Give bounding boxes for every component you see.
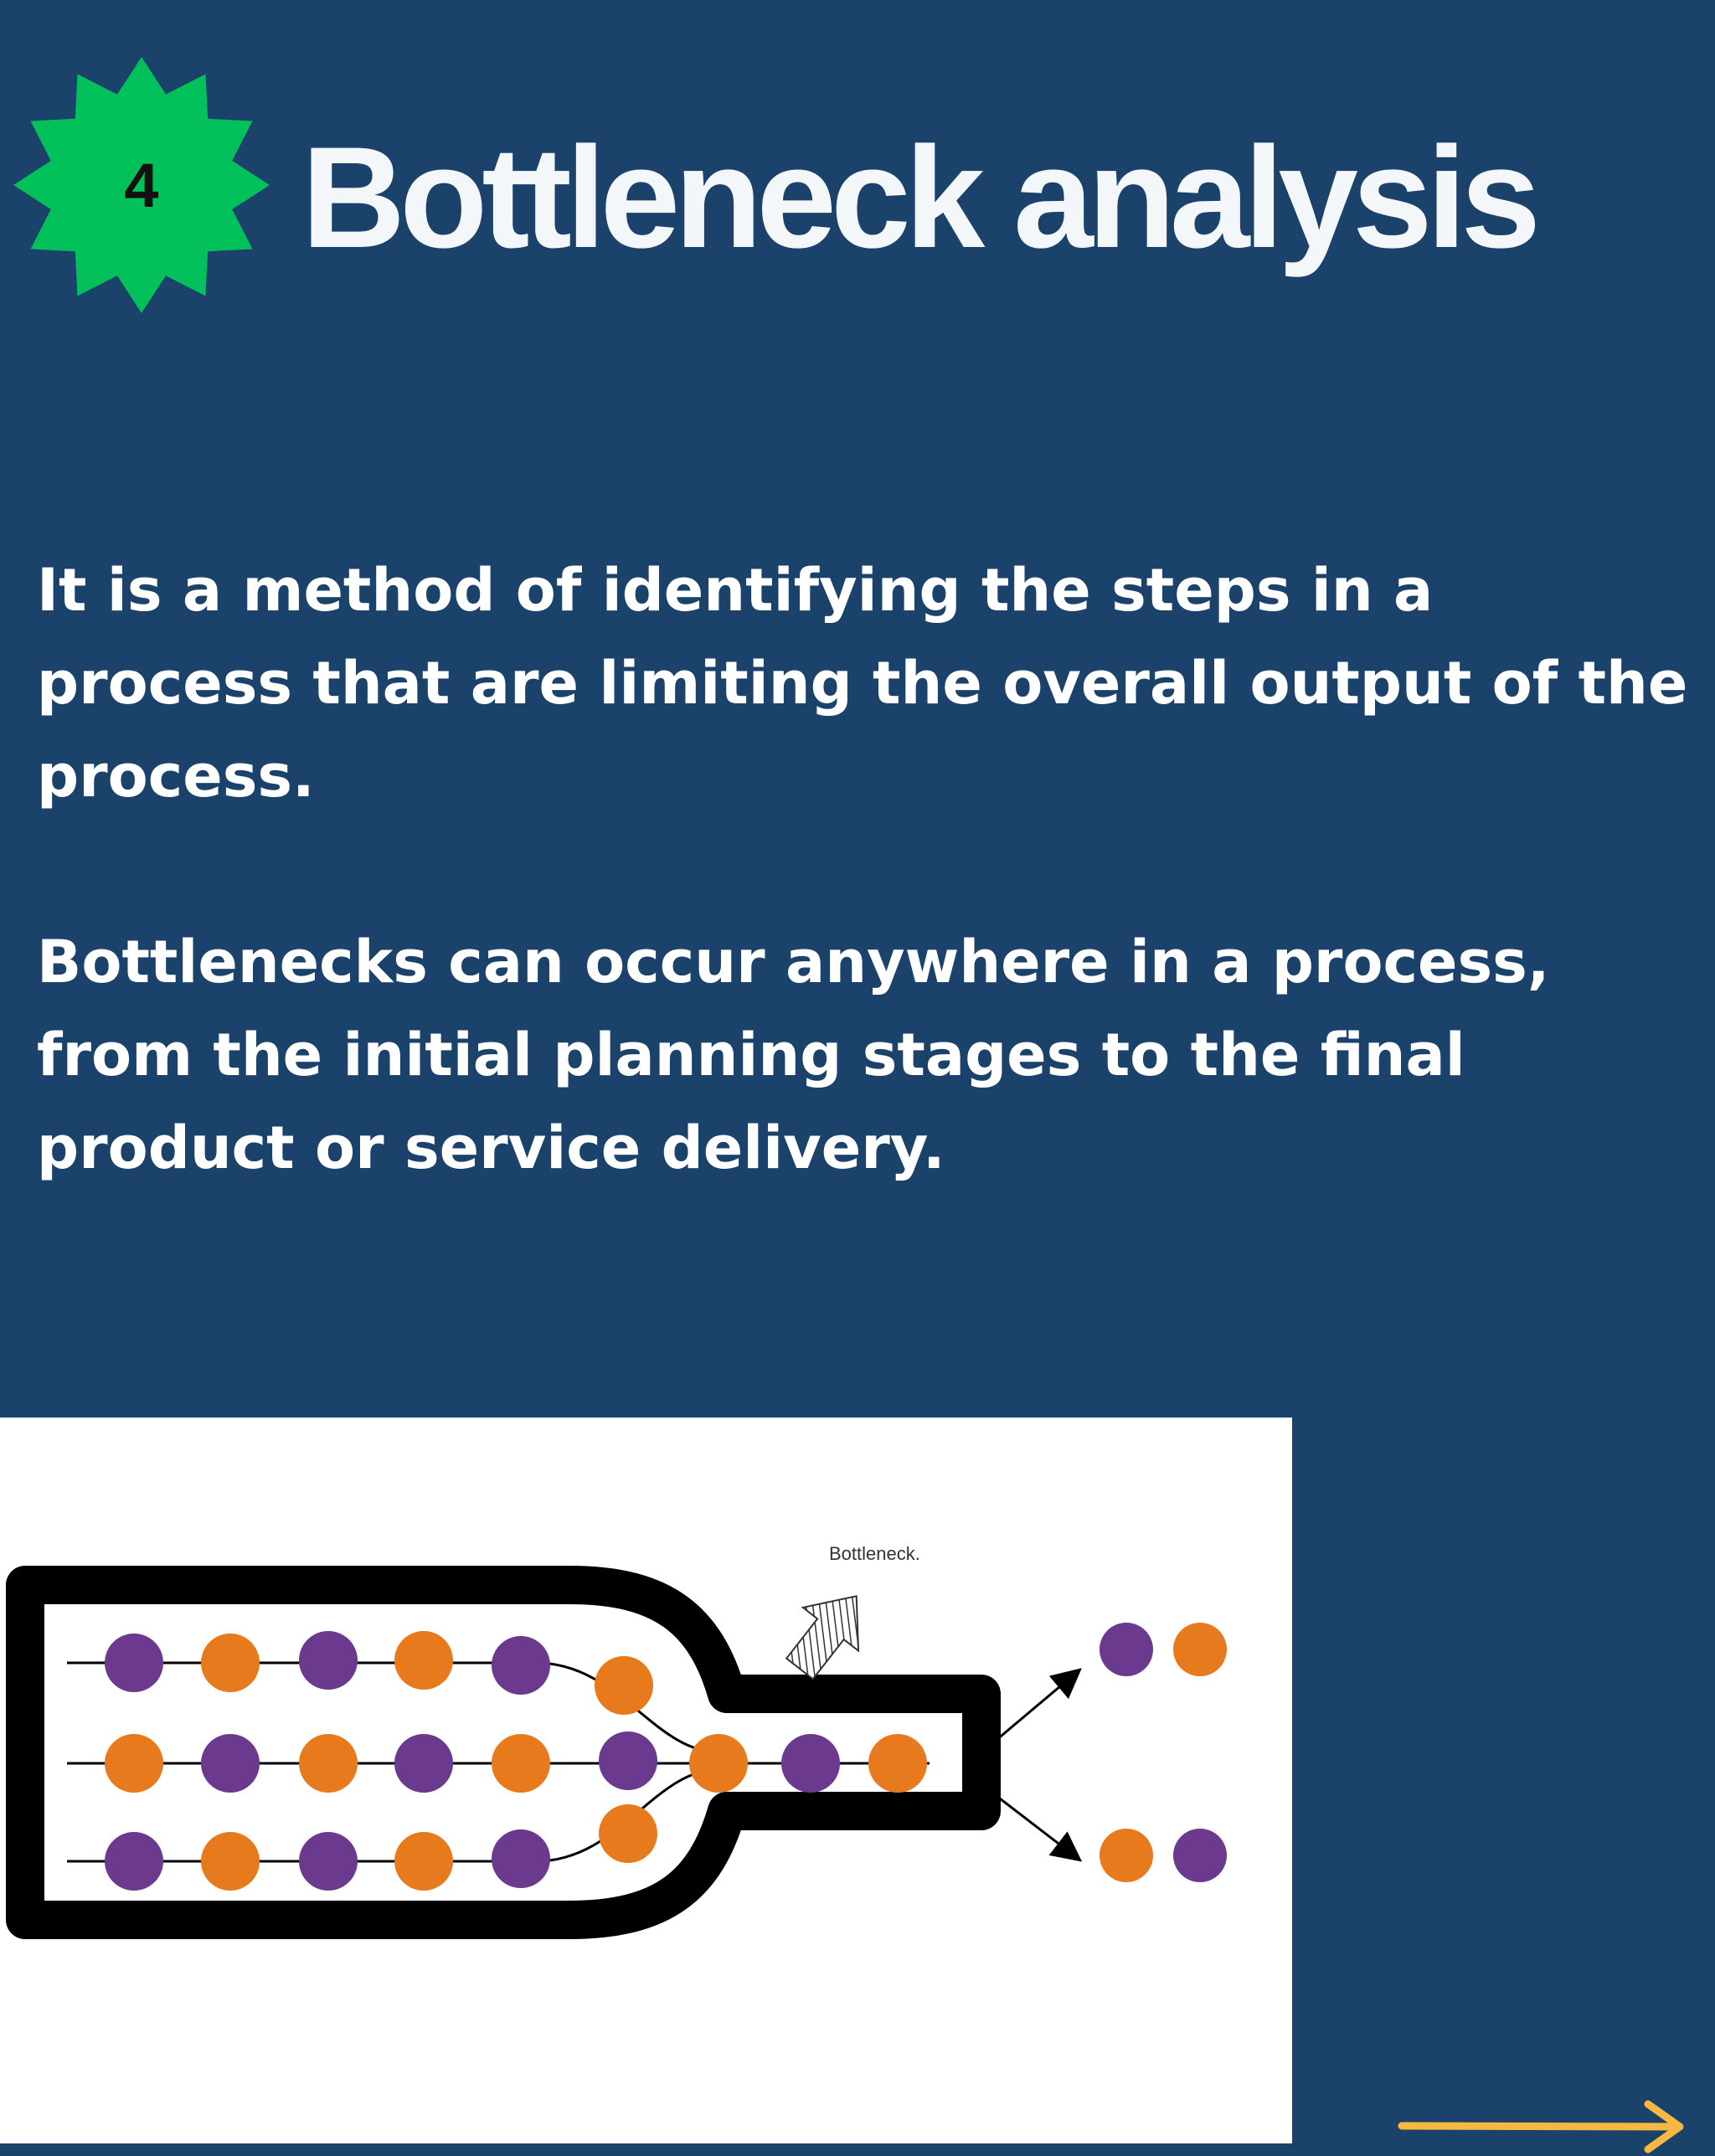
flow-dots <box>105 1631 927 1891</box>
step-badge: 4 <box>12 55 271 315</box>
occurrence-paragraph: Bottlenecks can occur anywhere in a proc… <box>37 928 1550 1182</box>
dot <box>394 1734 453 1793</box>
dot <box>201 1832 260 1891</box>
bottleneck-diagram: Bottleneck. <box>0 1418 1292 2143</box>
dot <box>599 1731 657 1790</box>
dot <box>299 1832 358 1891</box>
dot <box>868 1734 927 1793</box>
output-dot <box>1173 1623 1227 1676</box>
bottle-illustration <box>6 1566 1227 1939</box>
output-arrow-up <box>996 1668 1082 1742</box>
dot <box>105 1634 163 1692</box>
dot <box>105 1832 163 1891</box>
bottleneck-label: Bottleneck. <box>829 1543 920 1564</box>
output-dot <box>1173 1829 1227 1882</box>
dot <box>299 1631 358 1690</box>
output-arrow-down <box>996 1794 1083 1862</box>
dot <box>201 1634 260 1692</box>
dot <box>394 1631 453 1690</box>
dot <box>492 1829 550 1888</box>
dot <box>105 1734 163 1793</box>
dot <box>394 1832 453 1891</box>
dot <box>492 1636 550 1695</box>
dot <box>781 1734 840 1793</box>
dot <box>492 1734 550 1793</box>
dot <box>595 1656 653 1715</box>
output-dot <box>1100 1829 1153 1882</box>
dot <box>599 1804 657 1863</box>
step-number: 4 <box>124 150 159 220</box>
dot <box>689 1734 748 1793</box>
dot <box>299 1734 358 1793</box>
output-dot <box>1100 1623 1153 1676</box>
bottleneck-pointer-icon <box>785 1595 860 1680</box>
definition-paragraph: It is a method of identifying the steps … <box>37 556 1688 810</box>
arrow-right-icon[interactable] <box>1397 2097 1690 2156</box>
dot <box>201 1734 260 1793</box>
starburst-icon <box>13 57 270 313</box>
page-title: Bottleneck analysis <box>301 117 1541 278</box>
